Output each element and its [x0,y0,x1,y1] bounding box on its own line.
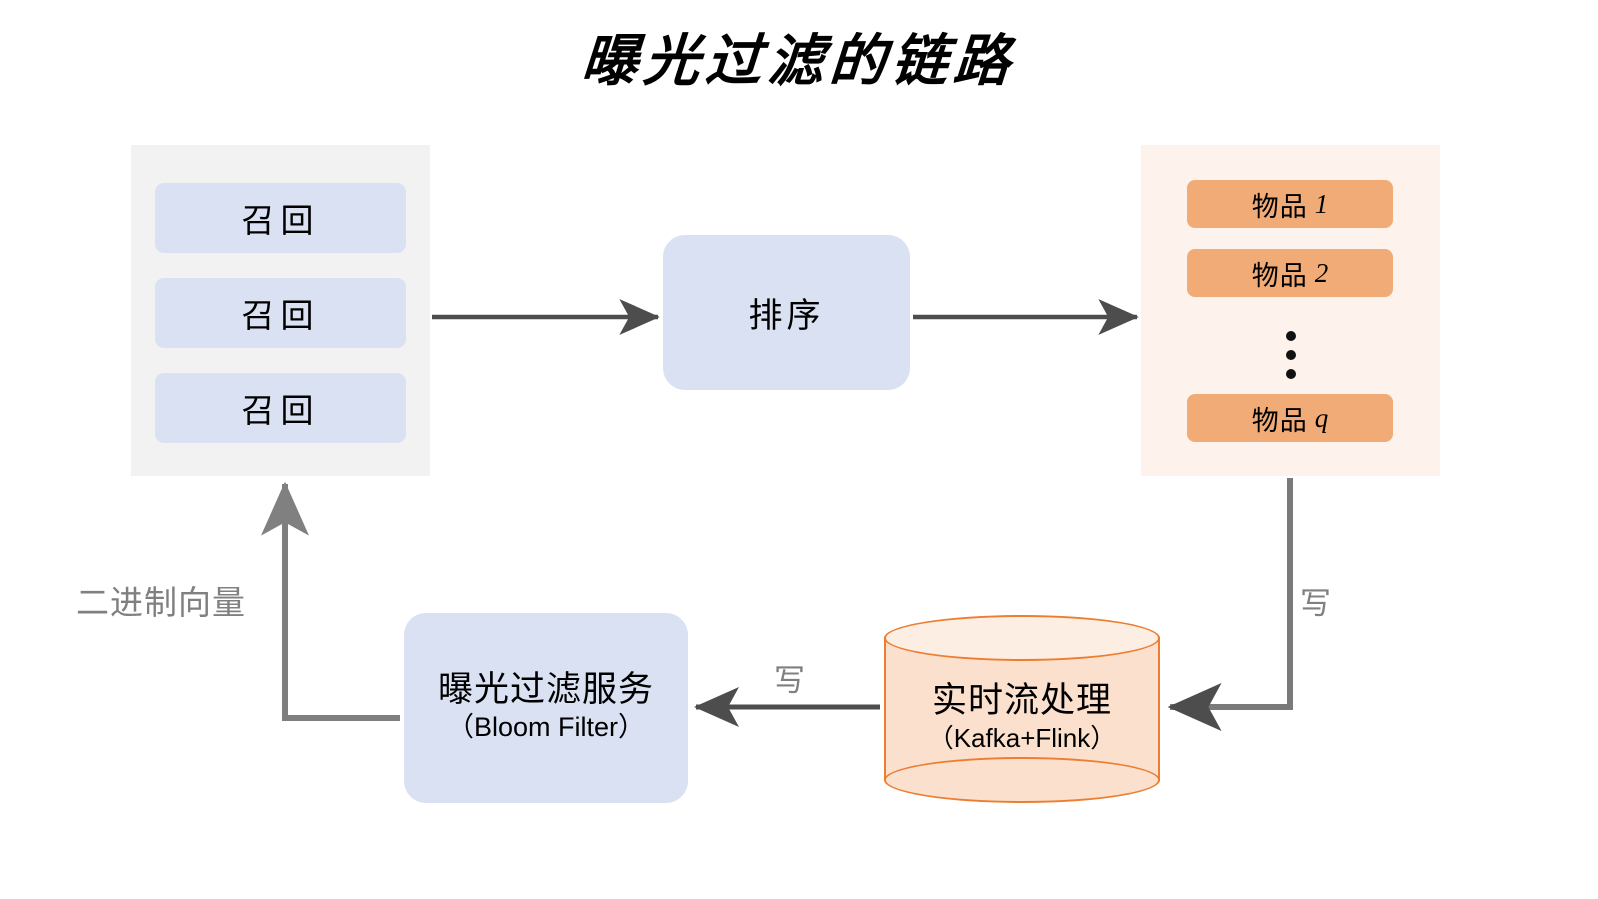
item-label-q: 物品 [1251,405,1308,436]
item-box-1[interactable]: 物品 1 [1187,180,1393,228]
item-box-q[interactable]: 物品 q [1187,394,1393,442]
edge-label-binary-vector: 二进制向量 [76,584,246,621]
recall-box-2[interactable]: 召回 [155,278,406,348]
arrow-bloom-to-recall [261,481,400,721]
arrow-items-to-stream [1167,478,1293,731]
cylinder-top-icon [884,615,1160,661]
item-index-1: 1 [1314,188,1329,219]
stream-processing-text: 实时流处理 （Kafka+Flink） [884,663,1160,773]
recall-panel: 召回 召回 召回 [131,145,430,476]
vertical-ellipsis-icon [1141,331,1440,379]
stream-processing-title: 实时流处理 [931,680,1112,720]
item-index-q: q [1314,402,1329,433]
item-label-1: 物品 [1251,191,1308,222]
edge-label-write-right: 写 [1300,586,1332,621]
items-panel: 物品 1 物品 2 物品 q [1141,145,1440,476]
page-title: 曝光过滤的链路 [579,31,1018,93]
bloom-filter-subtitle: （Bloom Filter） [446,712,646,743]
rank-node[interactable]: 排序 [663,235,910,390]
cylinder-bottom-icon [884,757,1160,803]
item-label-2: 物品 [1251,260,1308,291]
bloom-filter-title: 曝光过滤服务 [437,669,654,709]
stream-processing-subtitle: （Kafka+Flink） [927,723,1117,753]
edge-label-write-middle: 写 [774,663,806,698]
item-index-2: 2 [1314,257,1329,288]
stream-processing-node[interactable]: 实时流处理 （Kafka+Flink） [884,615,1162,803]
recall-box-3[interactable]: 召回 [155,373,406,443]
recall-box-1[interactable]: 召回 [155,183,406,253]
bloom-filter-node[interactable]: 曝光过滤服务 （Bloom Filter） [404,613,688,803]
item-box-2[interactable]: 物品 2 [1187,249,1393,297]
